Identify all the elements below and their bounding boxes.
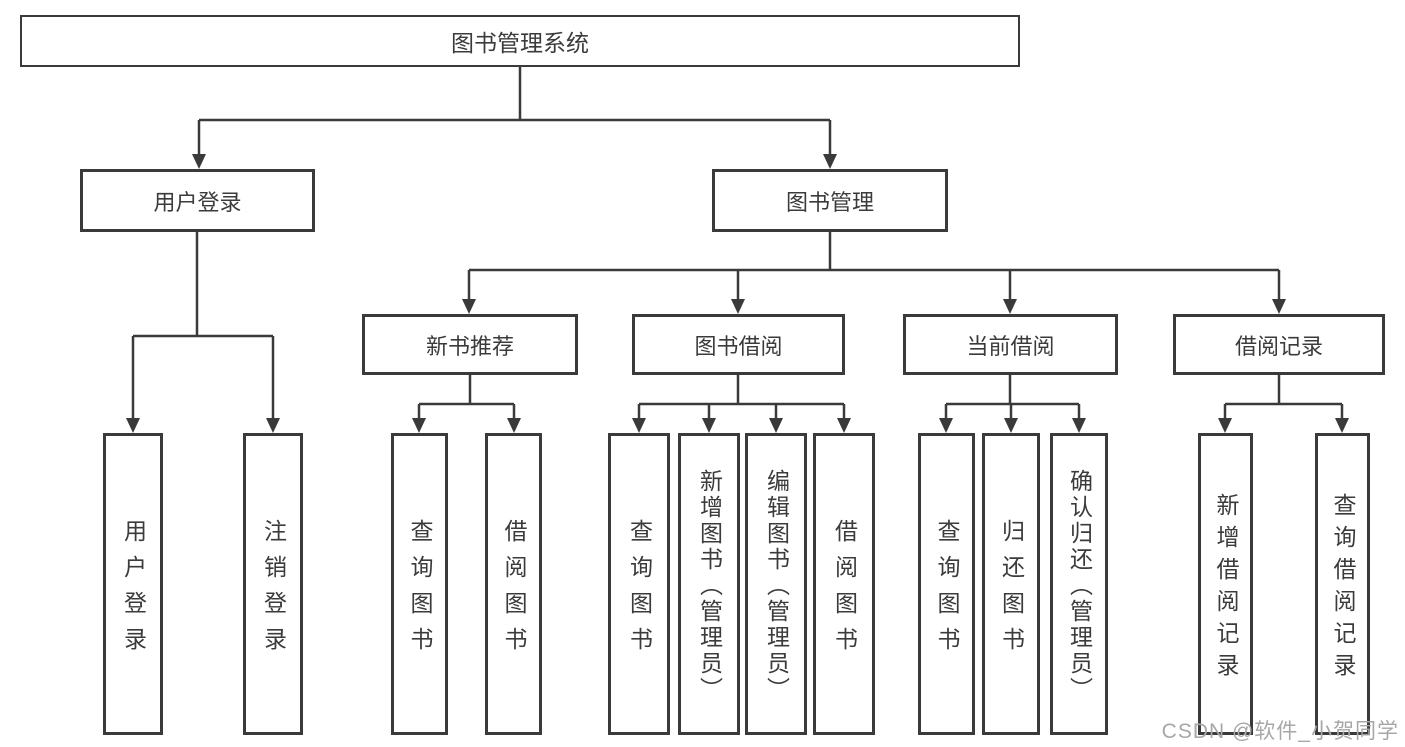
node-user-login: 用户登录 — [80, 169, 315, 232]
leaf-borrow-books-recommend: 借阅图书 — [485, 433, 542, 735]
node-current-borrowing: 当前借阅 — [903, 314, 1118, 375]
leaf-search-books-current: 查询图书 — [918, 433, 975, 735]
node-book-management: 图书管理 — [712, 169, 948, 232]
leaf-search-books-borrowing: 查询图书 — [608, 433, 670, 735]
leaf-borrow-books: 借阅图书 — [813, 433, 875, 735]
watermark: CSDN @软件_小贺同学 — [1161, 720, 1399, 743]
leaf-add-borrow-record: 新增借阅记录 — [1198, 433, 1253, 735]
node-new-book-recommendation: 新书推荐 — [362, 314, 578, 375]
leaf-confirm-return-admin: 确认归还（管理员） — [1050, 433, 1108, 735]
leaf-add-books-admin: 新增图书（管理员） — [678, 433, 740, 735]
leaf-search-borrow-record: 查询借阅记录 — [1315, 433, 1370, 735]
node-library-management-system: 图书管理系统 — [20, 15, 1020, 67]
leaf-edit-books-admin: 编辑图书（管理员） — [745, 433, 807, 735]
leaf-logout: 注销登录 — [243, 433, 303, 735]
node-book-borrowing: 图书借阅 — [632, 314, 845, 375]
leaf-search-books-recommend: 查询图书 — [391, 433, 448, 735]
leaf-user-login: 用户登录 — [103, 433, 163, 735]
node-borrowing-records: 借阅记录 — [1173, 314, 1385, 375]
leaf-return-books: 归还图书 — [982, 433, 1040, 735]
